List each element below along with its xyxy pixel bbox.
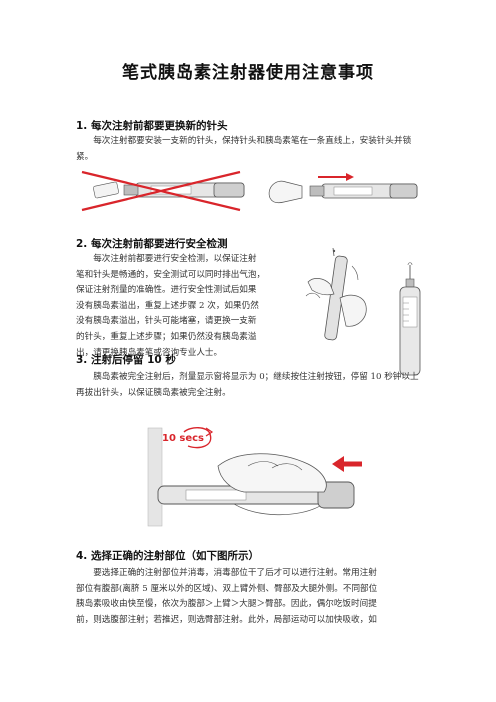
section-4-line: 部位有腹部(离脐 5 厘米以外的区域)、双上臂外侧、臀部及大腿外侧。不同部位 <box>76 583 378 594</box>
section-2-line: 出，请更换胰岛素笔或咨询专业人士。 <box>76 347 223 358</box>
section-2-body: 每次注射前都要进行安全检测，以保证注射 笔和针头是畅通的，安全测试可以同时排出气… <box>76 252 301 361</box>
section-4-heading: 4. 选择正确的注射部位（如下图所示） <box>76 550 259 562</box>
section-4-line: 胰岛素吸收由快至慢，依次为腹部＞上臂＞大腿＞臀部。因此，偶尔吃饭时间提 <box>76 599 377 610</box>
section-2-line: 保证注射剂量的准确性。进行安全性测试后如果 <box>76 285 257 296</box>
section-2-heading: 2. 每次注射前都要进行安全检测 <box>76 238 228 250</box>
correct-needle-attach-illustration <box>268 173 418 204</box>
section-2-line: 没有胰岛素溢出，针头可能堵塞，请更换一支新 <box>76 316 257 327</box>
wrong-needle-attach-illustration <box>81 170 245 212</box>
section-1-body: 每次注射都要安装一支新的针头，保持针头和胰岛素笔在一条直线上，安装针头并锁紧。 <box>76 136 412 162</box>
section-2-line: 笔和针头是畅通的，安全测试可以同时排出气泡， <box>76 269 266 280</box>
safety-test-hand-illustration <box>305 247 367 341</box>
section-4-line: 前，则选腹部注射；若推迟，则选臀部注射。此外，局部运动可以加快吸收，如 <box>76 614 377 625</box>
section-3-body: 胰岛素被完全注射后，剂量显示窗将显示为 0；继续按住注射按钮，停留 10 秒钟以… <box>76 372 419 398</box>
section-1-heading: 1. 每次注射前都要更换新的针头 <box>76 120 228 132</box>
section-2-line: 没有胰岛素溢出，重复上述步骤 2 次，如果仍然 <box>76 300 259 311</box>
section-2-line: 每次注射前都要进行安全检测，以保证注射 <box>93 254 257 264</box>
ten-seconds-injection-illustration <box>147 427 362 527</box>
page-title: 笔式胰岛素注射器使用注意事项 <box>122 63 374 83</box>
section-4-body: 要选择正确的注射部位并消毒，消毒部位干了后才可以进行注射。常用注射 部位有腹部(… <box>76 566 426 628</box>
safety-test-pen-illustration <box>399 262 421 376</box>
ten-seconds-badge: 10 secs <box>162 433 205 444</box>
section-2-line: 的针头，重复上述步骤；如果仍然没有胰岛素溢 <box>76 331 257 342</box>
section-4-line: 要选择正确的注射部位并消毒，消毒部位干了后才可以进行注射。常用注射 <box>93 568 377 578</box>
section-3-heading: 3. 注射后停留 10 秒 <box>76 354 176 366</box>
